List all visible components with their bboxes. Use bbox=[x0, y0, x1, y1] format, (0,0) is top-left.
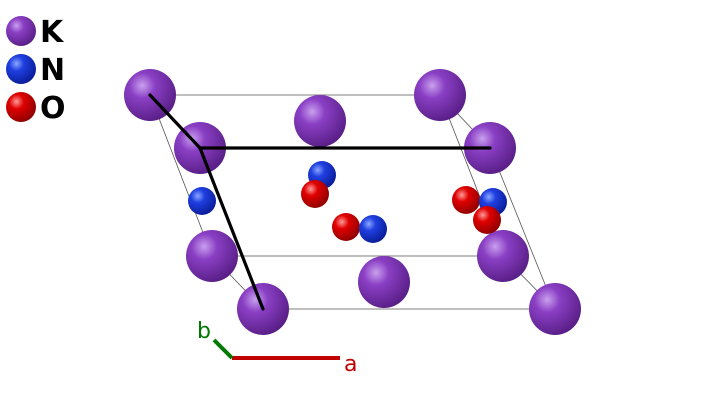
unit-cell-axes bbox=[148, 93, 492, 311]
legend-label-N: N bbox=[40, 53, 65, 88]
legend-swatch-O bbox=[6, 92, 36, 122]
atom-K bbox=[294, 95, 346, 147]
b-axis-arrow bbox=[212, 338, 234, 360]
cell-axis-edge bbox=[148, 93, 202, 150]
legend-label-K: K bbox=[40, 15, 65, 50]
atom-O bbox=[332, 213, 360, 241]
atom-O bbox=[473, 206, 501, 234]
element-legend: KNO bbox=[6, 15, 66, 126]
axis-indicator: a b bbox=[197, 319, 357, 377]
legend-swatch-N bbox=[6, 54, 36, 84]
atom-O bbox=[452, 186, 480, 214]
legend-label-O: O bbox=[40, 91, 66, 126]
atoms bbox=[124, 69, 581, 335]
b-axis-label: b bbox=[197, 319, 211, 344]
a-axis-label: a bbox=[344, 352, 357, 377]
atom-N bbox=[188, 187, 216, 215]
atom-K bbox=[186, 230, 238, 282]
atom-K bbox=[477, 230, 529, 282]
cell-edge bbox=[489, 147, 556, 310]
atom-O bbox=[301, 180, 329, 208]
atom-K bbox=[358, 256, 410, 308]
legend-swatch-K bbox=[6, 16, 36, 46]
atom-N bbox=[359, 215, 387, 243]
cell-edge bbox=[149, 94, 213, 257]
atom-K bbox=[529, 283, 581, 335]
atom-K bbox=[414, 69, 466, 121]
cell-axis-edge bbox=[198, 146, 265, 311]
